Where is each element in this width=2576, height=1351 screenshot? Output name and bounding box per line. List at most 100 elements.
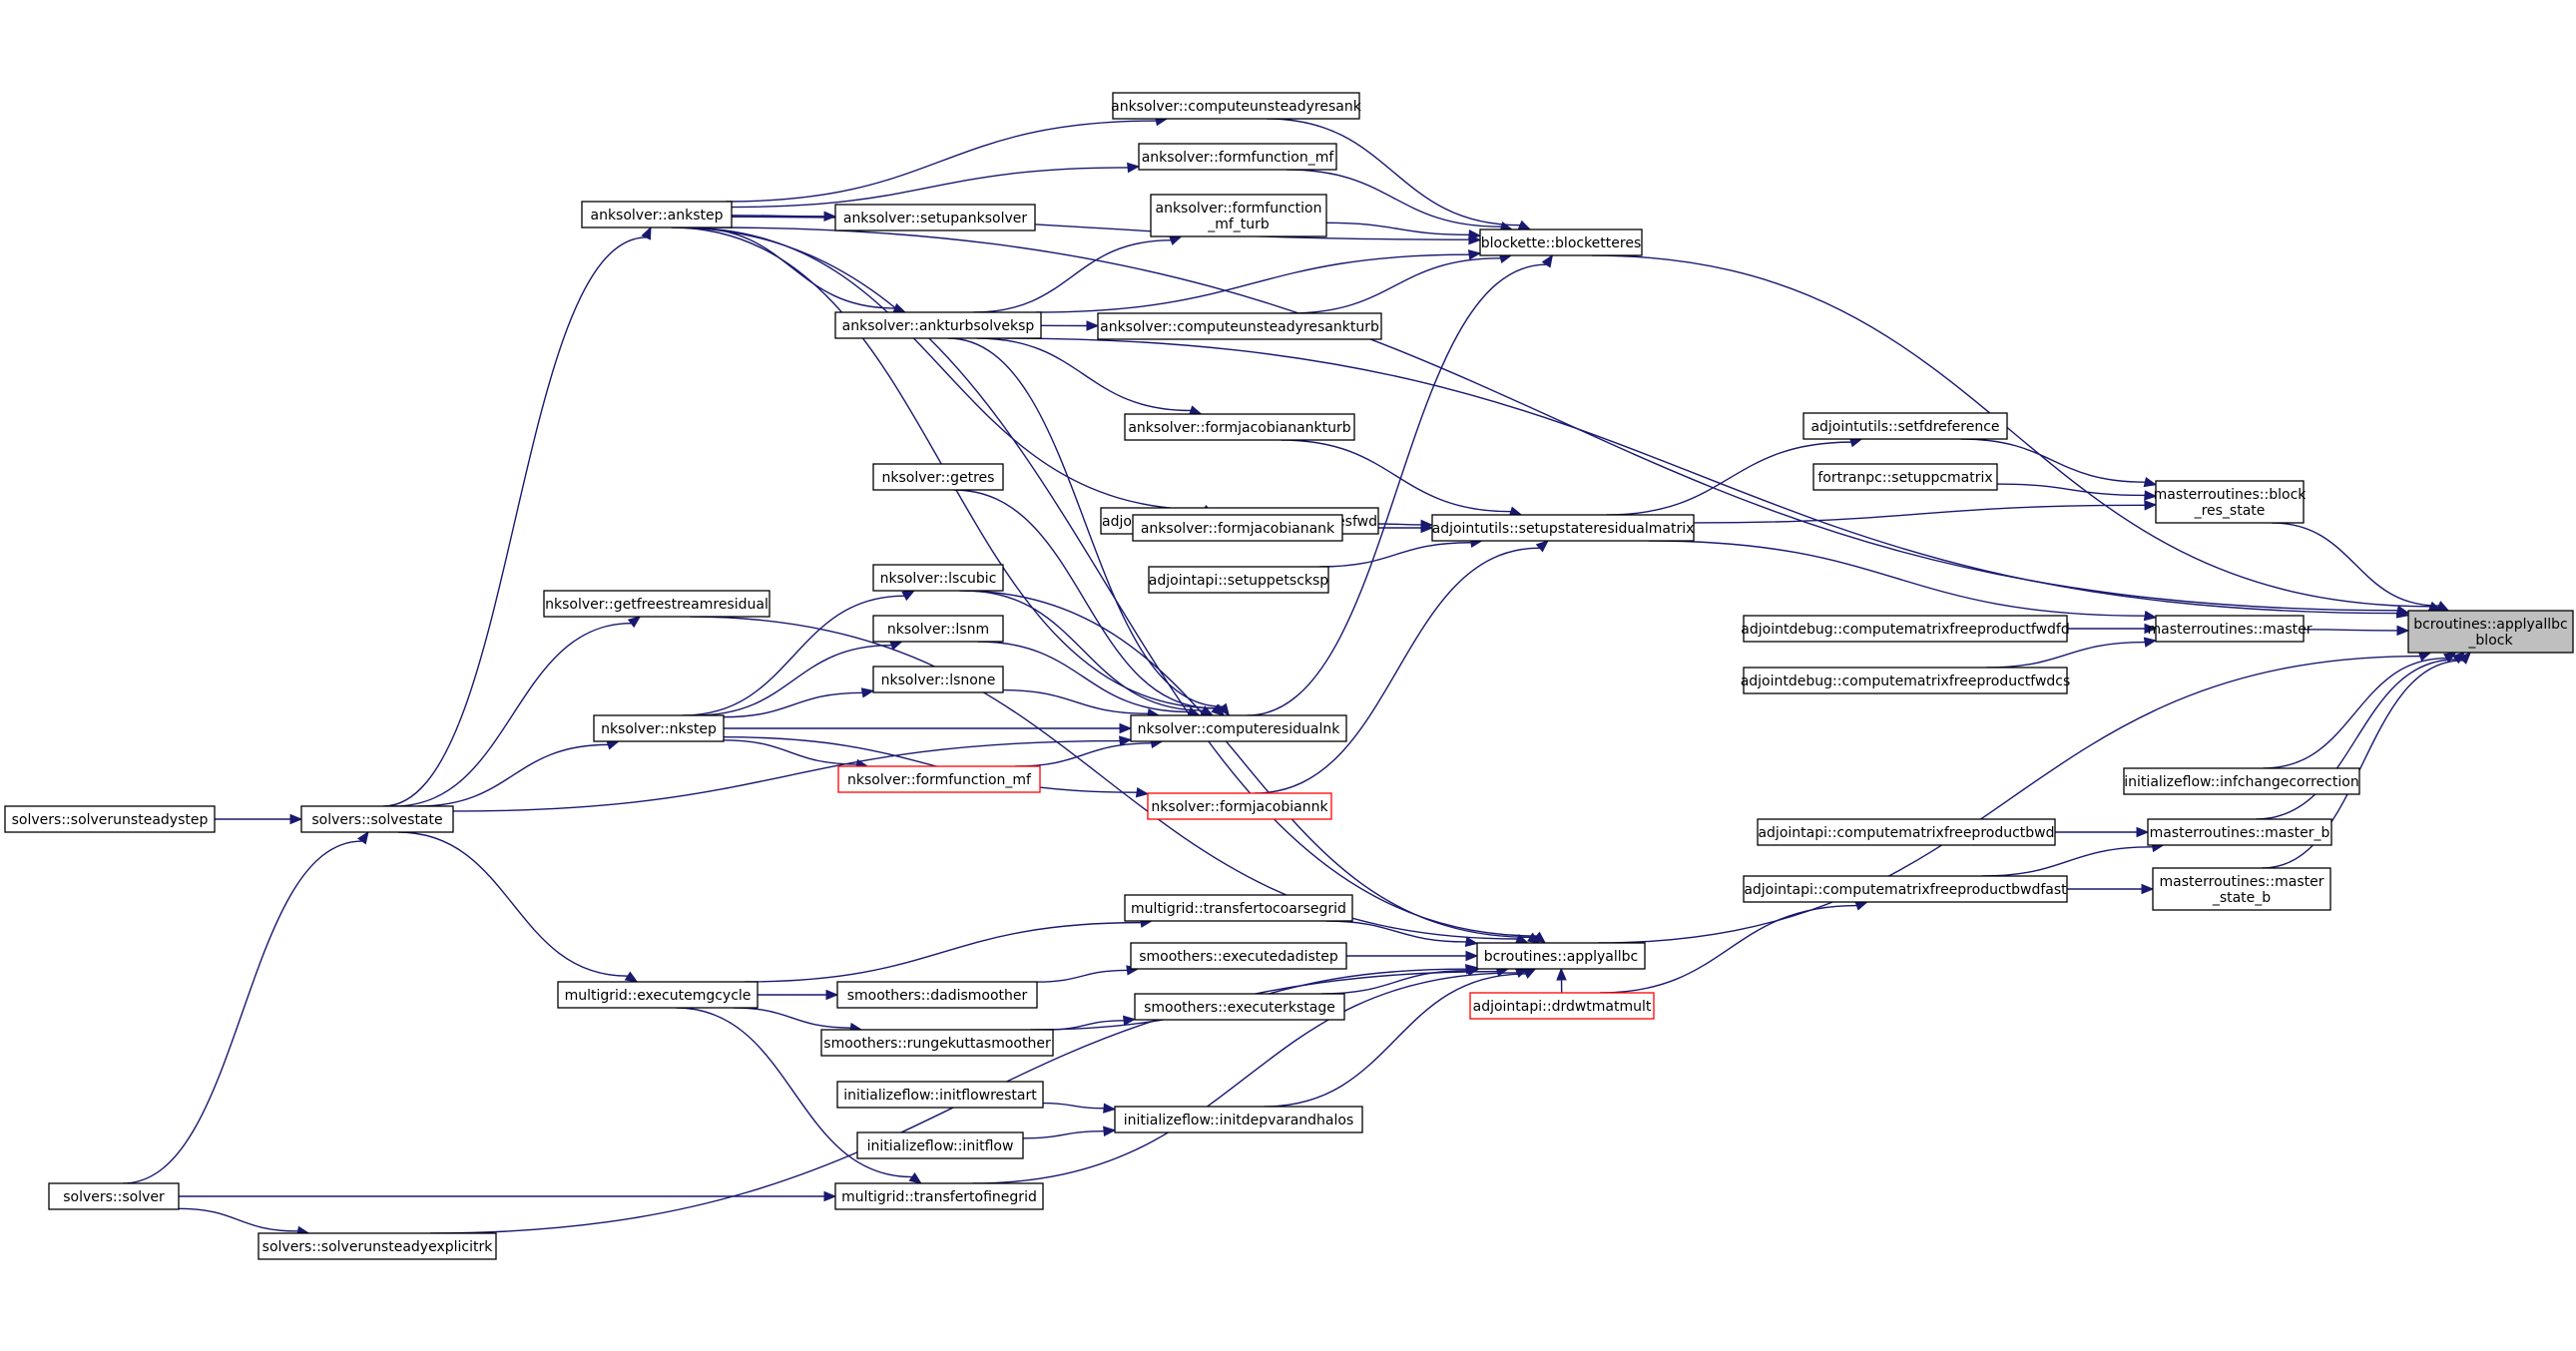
- node-cur[interactable]: anksolver::computeunsteadyresank: [1111, 92, 1362, 120]
- edge-lsc-to-crnk: [963, 590, 1215, 716]
- node-label: _block: [2467, 633, 2513, 649]
- node-label: smoothers::executedadistep: [1139, 949, 1338, 965]
- edge-atv-to-fjat: [976, 337, 1203, 416]
- node-ifr[interactable]: initializeflow::initflowrestart: [836, 1081, 1044, 1109]
- node-setfd[interactable]: adjointutils::setfdreference: [1803, 412, 2008, 440]
- node-crnk[interactable]: nksolver::computeresidualnk: [1130, 714, 1347, 742]
- node-bt[interactable]: blockette::blocketteres: [1479, 228, 1643, 256]
- node-fpc[interactable]: fortranpc::setuppcmatrix: [1812, 463, 1998, 491]
- edge-crnk-to-bt: [1247, 253, 1554, 716]
- node-label: nksolver::computeresidualnk: [1138, 721, 1341, 737]
- node-label: _mf_turb: [1207, 217, 1270, 232]
- node-fja[interactable]: anksolver::formjacobianank: [1132, 514, 1343, 542]
- node-dds[interactable]: smoothers::dadismoother: [836, 981, 1038, 1009]
- node-label: smoothers::executerkstage: [1144, 1000, 1335, 1016]
- node-label: anksolver::formfunction: [1156, 201, 1322, 217]
- node-label: solvers::solverunsteadystep: [12, 812, 209, 828]
- node-ifc[interactable]: initializeflow::infchangecorrection: [2123, 767, 2360, 795]
- edge-anks-to-sps: [731, 211, 837, 223]
- edge-mrblk-to-root: [2272, 522, 2450, 612]
- edge-nks-to-lsn: [723, 687, 875, 718]
- node-label: anksolver::formfunction_mf: [1142, 150, 1335, 166]
- node-label: nksolver::getres: [882, 470, 995, 486]
- node-drd[interactable]: adjointapi::drdwtmatmult: [1469, 992, 1655, 1020]
- edge-sus-to-ss: [215, 813, 303, 825]
- node-label: initializeflow::infchangecorrection: [2124, 774, 2358, 790]
- node-ss[interactable]: solvers::solvestate: [300, 805, 454, 833]
- edge-ifr-to-idv: [1042, 1102, 1117, 1114]
- node-cmbf[interactable]: adjointapi::computematrixfreeproductbwdf…: [1743, 875, 2068, 903]
- node-cmfd[interactable]: adjointdebug::computematrixfreeproductfw…: [1741, 615, 2070, 643]
- node-spks[interactable]: adjointapi::setuppetscksp: [1148, 566, 1329, 594]
- edge-sol-to-suex: [178, 1207, 310, 1237]
- node-eds[interactable]: smoothers::executedadistep: [1130, 942, 1347, 970]
- edge-fft-to-bt: [1325, 222, 1482, 240]
- node-sps[interactable]: anksolver::setupanksolver: [834, 204, 1036, 231]
- edge-nks-to-crnk: [724, 722, 1133, 734]
- node-fjat[interactable]: anksolver::formjacobianankturb: [1124, 413, 1355, 441]
- node-lsnm[interactable]: nksolver::lsnm: [872, 615, 1004, 643]
- node-label: masterroutines::master: [2160, 874, 2324, 890]
- node-label: adjointutils::setupstateresidualmatrix: [1432, 521, 1695, 537]
- node-emg[interactable]: multigrid::executemgcycle: [557, 981, 759, 1009]
- edge-tcg-to-abc: [1325, 920, 1479, 948]
- node-cmfc[interactable]: adjointdebug::computematrixfreeproductfw…: [1741, 667, 2071, 694]
- node-fft[interactable]: anksolver::formfunction_mf_turb: [1150, 194, 1327, 237]
- node-label: masterroutines::block: [2154, 487, 2308, 503]
- node-rks[interactable]: smoothers::rungekuttasmoother: [820, 1029, 1054, 1057]
- edge-ss-to-nks: [417, 739, 620, 807]
- node-suex[interactable]: solvers::solverunsteadyexplicitrk: [258, 1232, 497, 1260]
- node-if[interactable]: initializeflow::initflow: [856, 1131, 1024, 1159]
- node-label: anksolver::ankturbsolveksp: [842, 318, 1035, 334]
- node-curt[interactable]: anksolver::computeunsteadyresankturb: [1097, 312, 1382, 340]
- edge-anks-to-ffmf: [731, 162, 1141, 209]
- edge-emg-to-tfg: [676, 1007, 922, 1184]
- node-sus[interactable]: solvers::solverunsteadystep: [4, 805, 216, 833]
- node-root[interactable]: bcroutines::applyallbc_block: [2407, 610, 2574, 654]
- edge-dds-to-eds: [1036, 965, 1140, 983]
- node-lsn[interactable]: nksolver::lsnone: [872, 666, 1004, 693]
- node-nkff[interactable]: nksolver::formfunction_mf: [837, 765, 1041, 793]
- node-label: adjointdebug::computematrixfreeproductfw…: [1741, 674, 2071, 689]
- node-label: solvers::solverunsteadyexplicitrk: [262, 1239, 494, 1255]
- node-ssrm[interactable]: adjointutils::setupstateresidualmatrix: [1431, 514, 1695, 542]
- node-atv[interactable]: anksolver::ankturbsolveksp: [834, 311, 1042, 339]
- edge-ss-to-crnk: [452, 735, 1133, 812]
- node-tcg[interactable]: multigrid::transfertocoarsegrid: [1124, 894, 1353, 922]
- node-mrb[interactable]: masterroutines::master_b: [2147, 818, 2332, 846]
- node-ers[interactable]: smoothers::executerkstage: [1134, 993, 1345, 1021]
- edge-ssrm-to-mrblk: [1693, 500, 2158, 524]
- node-lsc[interactable]: nksolver::lscubic: [872, 564, 1004, 592]
- node-label: smoothers::rungekuttasmoother: [823, 1036, 1051, 1052]
- edge-emg-to-tcg: [744, 917, 1154, 983]
- edge-spks-to-ssrm: [1319, 537, 1484, 568]
- edge-drd-to-abc: [1556, 967, 1567, 994]
- node-label: fortranpc::setuppcmatrix: [1817, 470, 1992, 486]
- node-fjnk[interactable]: nksolver::formjacobiannk: [1147, 792, 1332, 820]
- edge-eds-to-abc: [1345, 950, 1479, 962]
- node-mrblk[interactable]: masterroutines::block_res_state: [2154, 480, 2308, 524]
- node-abc[interactable]: bcroutines::applyallbc: [1476, 942, 1646, 970]
- node-idv[interactable]: initializeflow::initdepvarandhalos: [1114, 1106, 1363, 1133]
- node-ffmf[interactable]: anksolver::formfunction_mf: [1138, 143, 1337, 171]
- node-nks[interactable]: nksolver::nkstep: [593, 714, 725, 742]
- node-gfr[interactable]: nksolver::getfreestreamresidual: [543, 590, 771, 618]
- edge-nks-to-lsnm: [695, 640, 903, 716]
- node-tfg[interactable]: multigrid::transfertofinegrid: [834, 1182, 1044, 1210]
- edge-emg-to-dds: [757, 989, 839, 1001]
- node-mrm[interactable]: masterroutines::master: [2148, 615, 2313, 643]
- node-label: adjointdebug::computematrixfreeproductfw…: [1741, 622, 2069, 638]
- node-mrsb[interactable]: masterroutines::master_state_b: [2152, 867, 2331, 911]
- node-label: anksolver::formjacobianank: [1141, 521, 1335, 537]
- node-label: nksolver::formjacobiannk: [1151, 799, 1328, 815]
- edge-atv-to-bt: [1035, 249, 1482, 313]
- edge-anks-to-abc: [672, 226, 1547, 944]
- node-label: solvers::solver: [63, 1189, 165, 1205]
- node-anks[interactable]: anksolver::ankstep: [581, 201, 733, 228]
- node-getres[interactable]: nksolver::getres: [872, 463, 1004, 491]
- node-label: _state_b: [2212, 890, 2271, 906]
- node-sol[interactable]: solvers::solver: [48, 1182, 180, 1210]
- edge-mrm-to-root: [2303, 625, 2410, 637]
- node-cmb[interactable]: adjointapi::computematrixfreeproductbwd: [1757, 818, 2056, 846]
